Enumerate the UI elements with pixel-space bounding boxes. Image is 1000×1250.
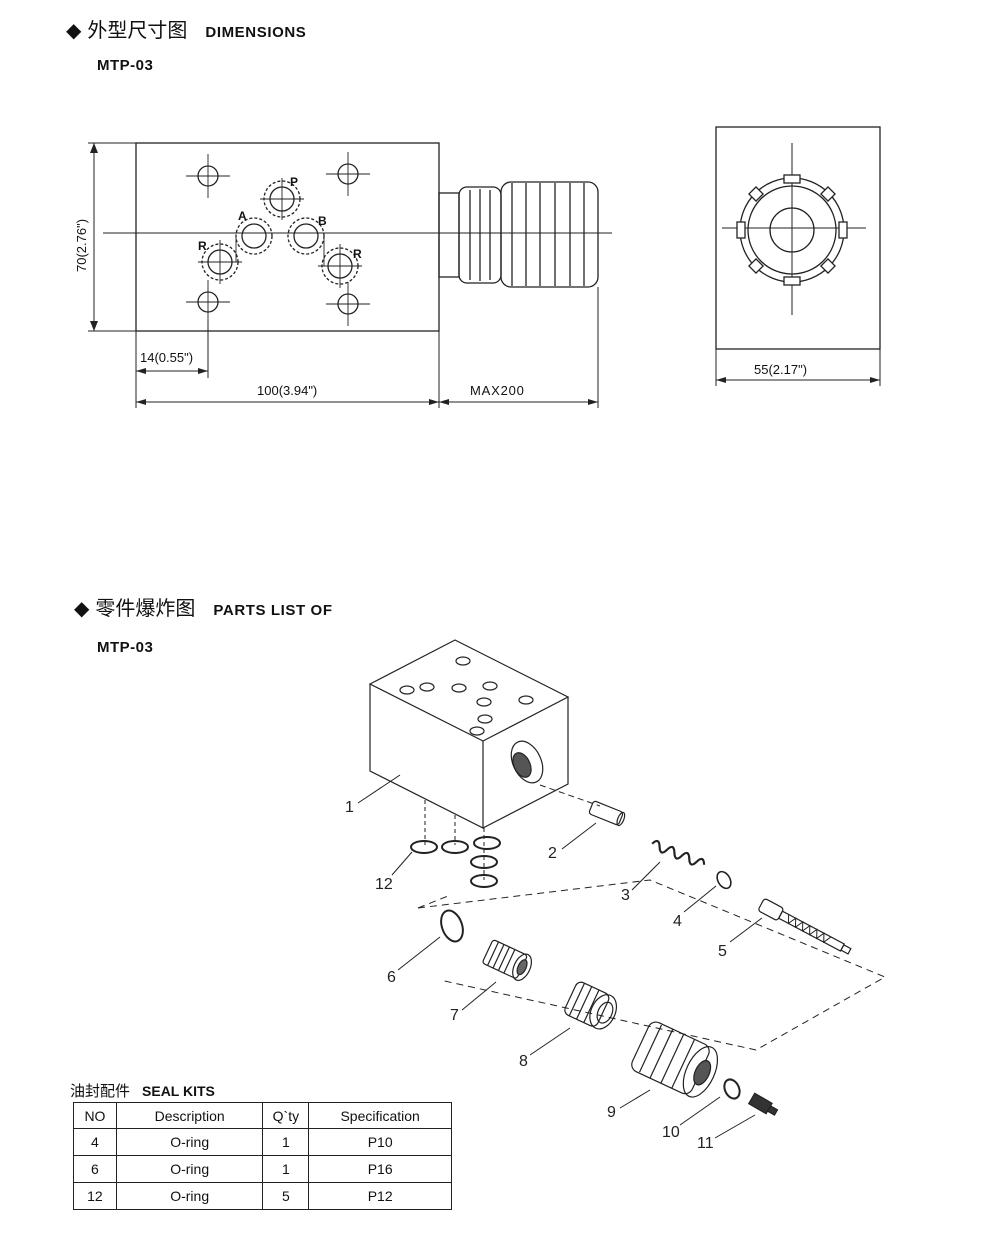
port-label-a: A bbox=[238, 209, 247, 223]
seal-kits-title-cn: 油封配件 bbox=[70, 1082, 131, 1100]
adjuster-knob bbox=[500, 181, 599, 288]
table-row: 6 O-ring 1 P16 bbox=[73, 1155, 452, 1183]
callout-10: 10 bbox=[662, 1124, 680, 1141]
cell-specification: P12 bbox=[308, 1182, 452, 1210]
dim-width: 55(2.17") bbox=[754, 362, 807, 377]
exploded-view bbox=[357, 639, 887, 1139]
cell-no: 4 bbox=[73, 1128, 117, 1156]
dimensions-model: MTP-03 bbox=[97, 57, 154, 74]
dim-length: 100(3.94") bbox=[257, 383, 317, 398]
header-qty: Q`ty bbox=[262, 1102, 310, 1129]
cell-description: O-ring bbox=[115, 1182, 264, 1210]
seal-kits-title-en: SEAL KITS bbox=[142, 1083, 215, 1099]
cell-qty: 5 bbox=[262, 1182, 310, 1210]
port-label-r-left: R bbox=[198, 239, 207, 253]
dimensions-title-en: DIMENSIONS bbox=[205, 24, 307, 41]
cell-qty: 1 bbox=[262, 1128, 310, 1156]
side-view-outline bbox=[715, 126, 881, 350]
cell-qty: 1 bbox=[262, 1155, 310, 1183]
dim-height: 70(2.76") bbox=[74, 219, 89, 272]
table-row: 12 O-ring 5 P12 bbox=[73, 1182, 452, 1210]
callout-7: 7 bbox=[450, 1007, 459, 1024]
header-description: Description bbox=[115, 1102, 264, 1129]
port-label-p: P bbox=[290, 175, 298, 189]
port-label-r-right: R bbox=[353, 247, 362, 261]
parts-model: MTP-03 bbox=[97, 639, 154, 656]
port-label-b: B bbox=[318, 214, 327, 228]
dimensions-title-cn: 外型尺寸图 bbox=[87, 18, 188, 42]
adjuster-collar bbox=[438, 192, 460, 278]
parts-title-cn: 零件爆炸图 bbox=[95, 596, 196, 620]
callout-2: 2 bbox=[548, 845, 557, 862]
callout-8: 8 bbox=[519, 1053, 528, 1070]
callout-6: 6 bbox=[387, 969, 396, 986]
dim-max: MAX200 bbox=[470, 383, 525, 398]
cell-description: O-ring bbox=[115, 1155, 264, 1183]
table-header-row: NO Description Q`ty Specification bbox=[73, 1102, 452, 1129]
cell-description: O-ring bbox=[115, 1128, 264, 1156]
cell-specification: P10 bbox=[308, 1128, 452, 1156]
diamond-bullet-icon: ◆ bbox=[74, 596, 90, 620]
callout-4: 4 bbox=[673, 913, 682, 930]
callout-11: 11 bbox=[697, 1135, 714, 1152]
diamond-bullet-icon: ◆ bbox=[66, 18, 82, 42]
cell-no: 12 bbox=[73, 1182, 117, 1210]
seal-kits-heading: 油封配件 SEAL KITS bbox=[70, 1080, 215, 1101]
table-row: 4 O-ring 1 P10 bbox=[73, 1128, 452, 1156]
header-no: NO bbox=[73, 1102, 117, 1129]
dimensions-heading: ◆ 外型尺寸图 DIMENSIONS bbox=[66, 14, 306, 43]
parts-title-en: PARTS LIST OF bbox=[213, 602, 333, 619]
callout-9: 9 bbox=[607, 1104, 616, 1121]
callout-12: 12 bbox=[375, 876, 393, 893]
callout-5: 5 bbox=[718, 943, 727, 960]
parts-heading: ◆ 零件爆炸图 PARTS LIST OF bbox=[74, 592, 333, 621]
header-specification: Specification bbox=[308, 1102, 452, 1129]
cell-specification: P16 bbox=[308, 1155, 452, 1183]
dim-offset: 14(0.55") bbox=[140, 350, 193, 365]
seal-kits-table: NO Description Q`ty Specification 4 O-ri… bbox=[73, 1102, 452, 1210]
cell-no: 6 bbox=[73, 1155, 117, 1183]
callout-1: 1 bbox=[345, 799, 354, 816]
callout-3: 3 bbox=[621, 887, 630, 904]
